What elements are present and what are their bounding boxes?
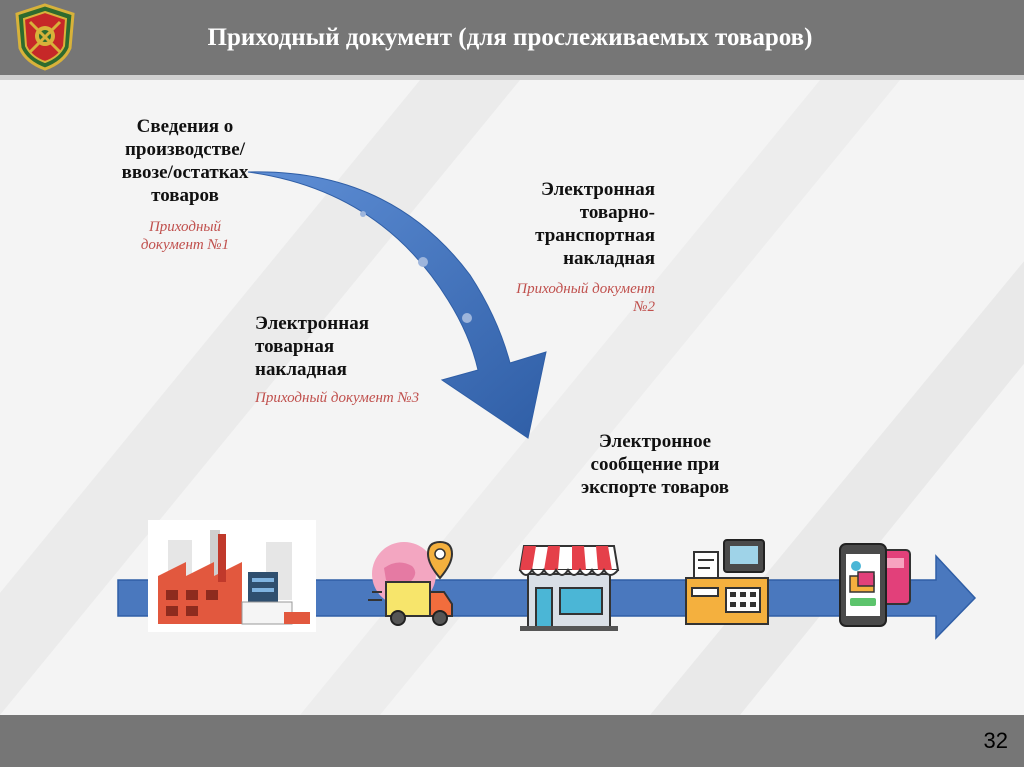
mobile-shopping-icon <box>836 540 916 630</box>
store-icon <box>518 540 620 632</box>
cash-register-icon <box>682 538 772 628</box>
factory-icon <box>148 520 316 632</box>
curve-dot-1 <box>360 211 366 217</box>
curve-dot-2 <box>418 257 428 267</box>
block-tn-doc: Приходный документ №3 <box>255 389 465 407</box>
delivery-truck-icon <box>368 538 456 630</box>
